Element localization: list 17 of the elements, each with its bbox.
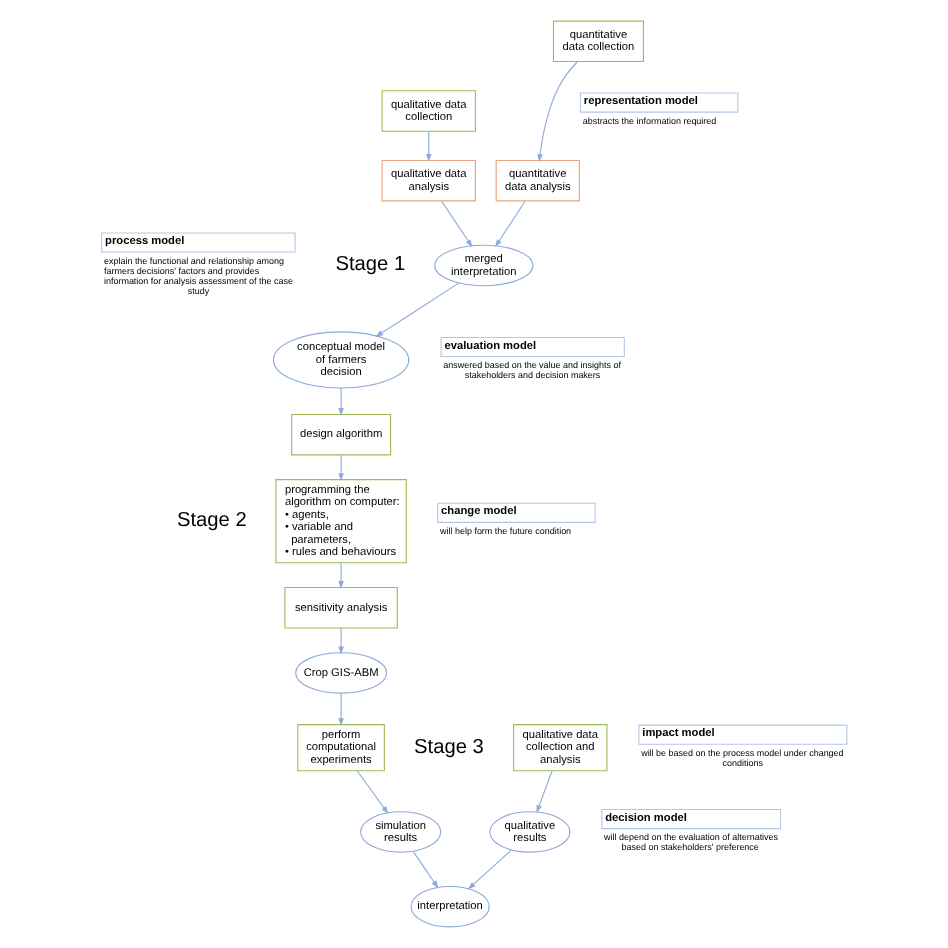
arrow <box>338 627 344 655</box>
arrow <box>338 562 344 589</box>
arrow <box>494 200 526 248</box>
arrow <box>375 282 460 337</box>
arrow <box>356 770 389 815</box>
label: Stage 3 <box>414 736 484 759</box>
arrow <box>537 61 578 163</box>
arrow <box>338 387 344 416</box>
arrow <box>412 850 439 889</box>
arrow <box>338 692 344 727</box>
arrow <box>440 200 473 248</box>
label: Stage 1 <box>335 254 406 277</box>
arrow <box>338 454 344 482</box>
label: Stage 2 <box>177 510 247 533</box>
arrow <box>467 849 512 890</box>
arrow <box>536 770 553 814</box>
arrow <box>426 130 432 162</box>
